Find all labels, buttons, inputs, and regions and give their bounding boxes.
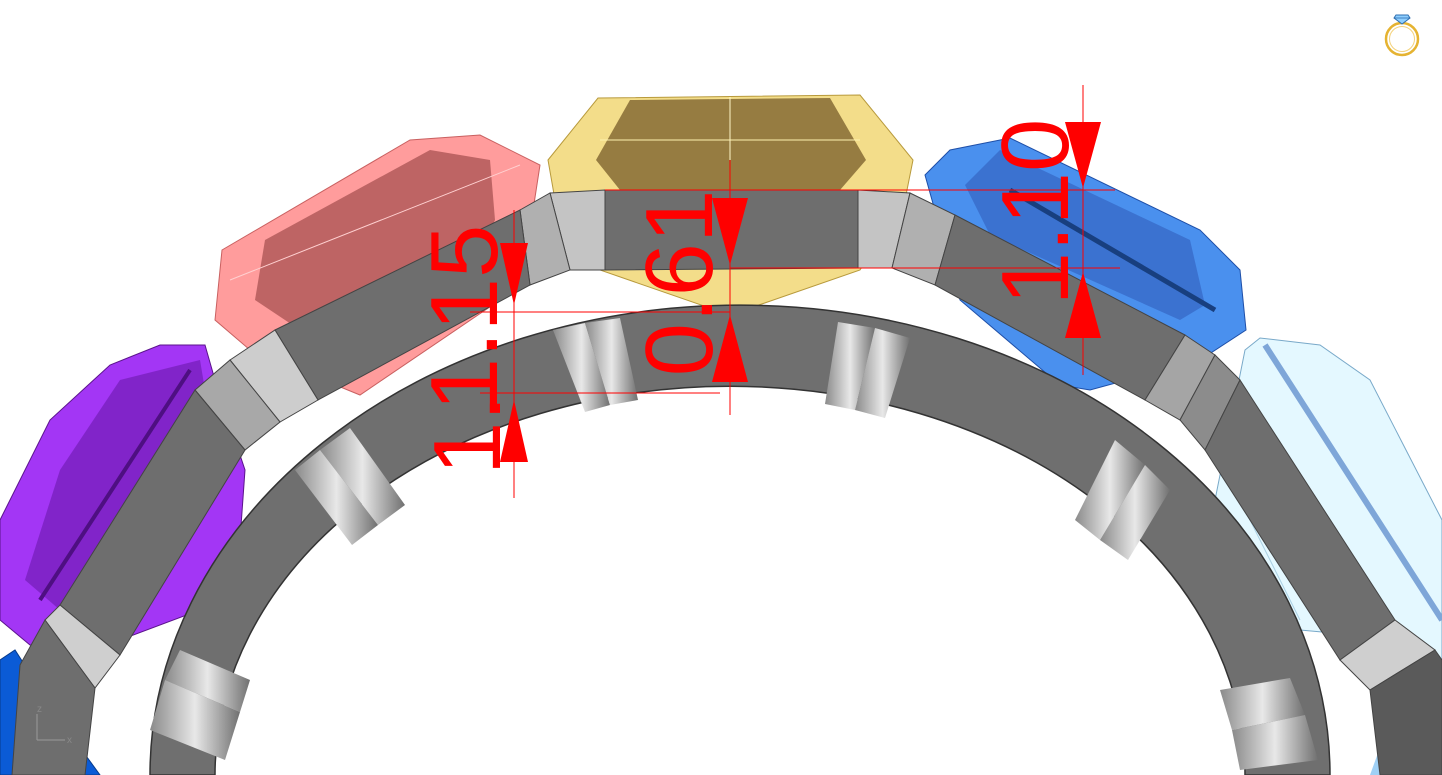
dimension-label-1[interactable]: 1. <box>414 395 521 475</box>
arrowhead-up <box>712 315 748 382</box>
ring-outer-band[interactable] <box>11 189 1442 775</box>
arrowhead-up <box>500 400 528 462</box>
dimension-label-0-61[interactable]: 0.61 <box>626 190 733 377</box>
axis-triad-icon <box>36 714 65 741</box>
ring-inner-band[interactable] <box>149 304 1331 775</box>
axis-label-x: x <box>67 735 72 746</box>
arrowhead-down <box>500 243 528 305</box>
dimension-label-1-10[interactable]: 1.10 <box>982 119 1089 306</box>
axis-label-z: z <box>37 704 42 715</box>
arrowhead-up <box>1065 272 1101 338</box>
dimension-arrows <box>500 122 1101 462</box>
arrowhead-down <box>712 198 748 265</box>
arrowhead-down <box>1065 122 1101 188</box>
dimension-label-1-15[interactable]: 1.15 <box>411 225 518 412</box>
ring-logo-icon[interactable] <box>1384 14 1420 57</box>
